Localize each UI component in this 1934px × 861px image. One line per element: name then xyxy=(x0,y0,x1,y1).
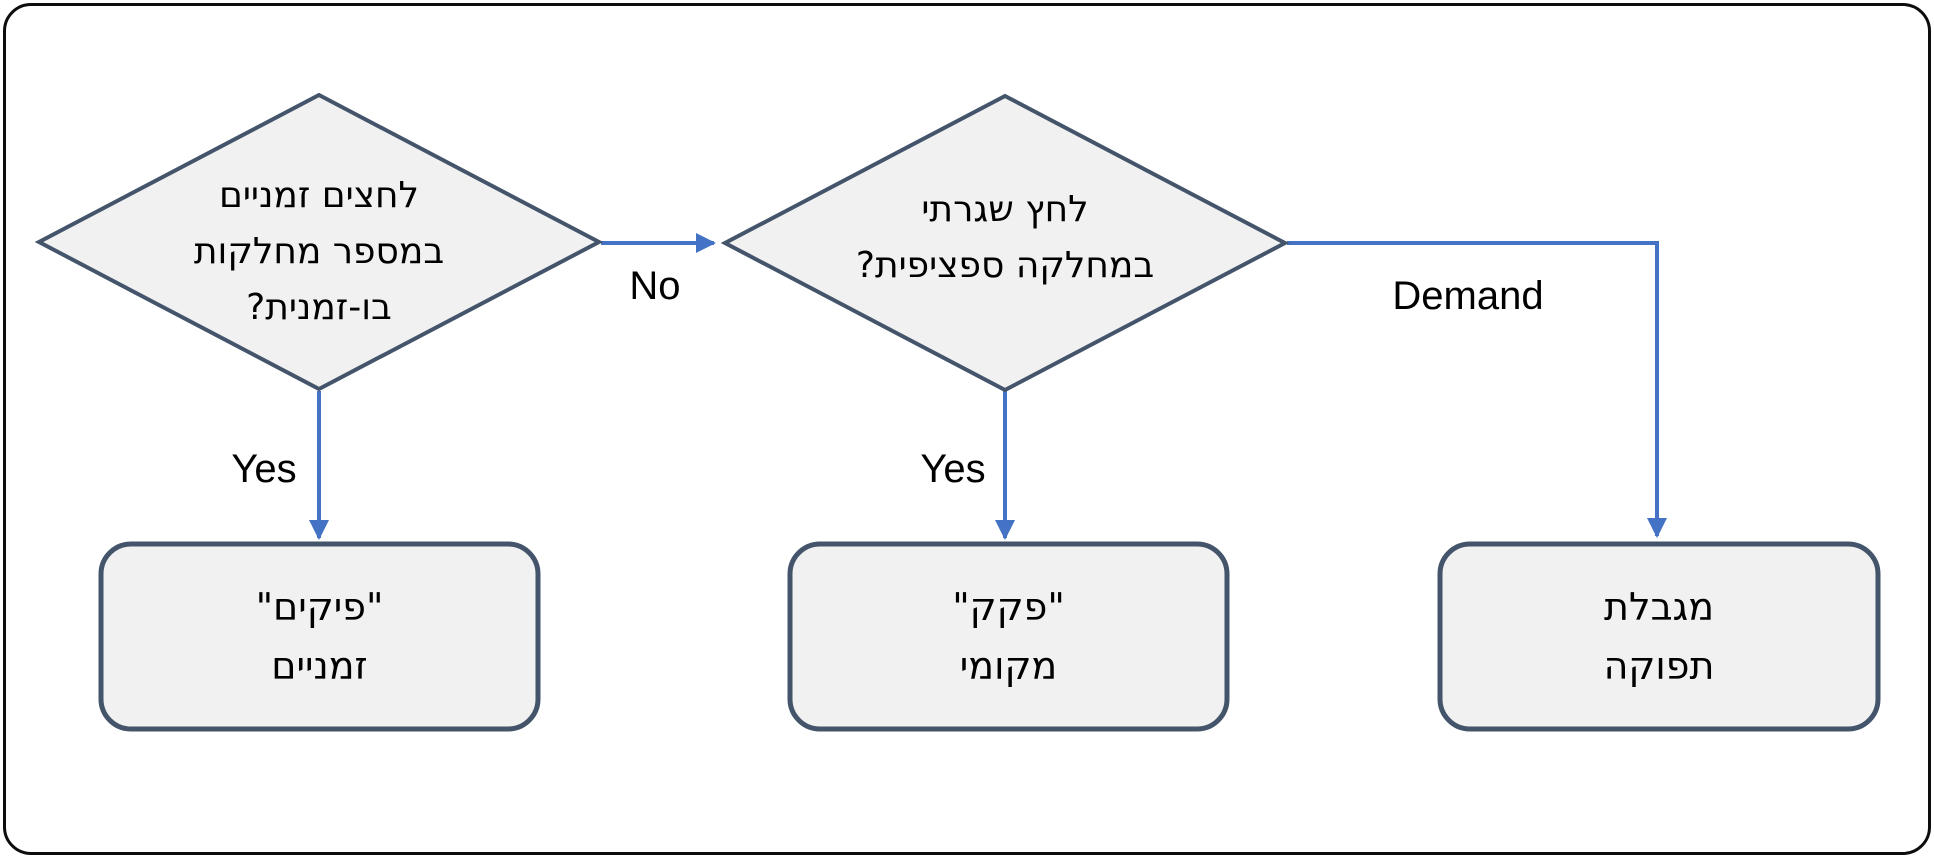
edge-yes-left-label: Yes xyxy=(231,447,297,491)
result-left-box xyxy=(98,541,541,732)
decision-left-line3: בו-זמנית? xyxy=(246,287,392,328)
decision-right-diamond xyxy=(720,93,1290,393)
edge-demand-label: Demand xyxy=(1392,274,1544,318)
edge-yes-middle-label: Yes xyxy=(920,447,986,491)
result-right-line2: תפוקה xyxy=(1603,643,1715,688)
result-right-box xyxy=(1437,541,1881,732)
result-middle-text: "פקק" מקומי xyxy=(790,544,1227,729)
outer-frame xyxy=(3,3,1931,855)
result-right-text: מגבלת תפוקה xyxy=(1440,544,1878,729)
result-left-line2: זמניים xyxy=(271,643,368,688)
decision-right-line2: במחלקה ספציפית? xyxy=(855,245,1155,286)
decision-right-text: לחץ שגרתי במחלקה ספציפית? xyxy=(785,182,1225,294)
decision-left-diamond xyxy=(34,92,604,392)
decision-left-line1: לחצים זמניים xyxy=(218,175,420,216)
result-right-line1: מגבלת xyxy=(1604,584,1715,629)
result-middle-line1: "פקק" xyxy=(952,584,1065,629)
result-left-line1: "פיקים" xyxy=(255,584,384,629)
edge-no-label: No xyxy=(629,264,681,308)
result-left-text: "פיקים" זמניים xyxy=(101,544,538,729)
decision-right-line1: לחץ שגרתי xyxy=(921,189,1089,230)
decision-left-line2: במספר מחלקות xyxy=(193,231,445,272)
decision-left-text: לחצים זמניים במספר מחלקות בו-זמנית? xyxy=(99,168,539,336)
edge-demand-arrow xyxy=(1287,241,1667,538)
result-middle-line2: מקומי xyxy=(959,643,1058,688)
result-middle-box xyxy=(787,541,1230,732)
